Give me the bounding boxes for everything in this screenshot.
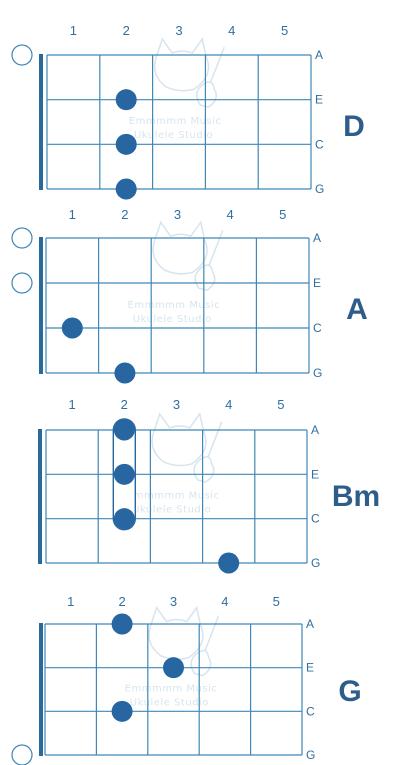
open-string-marker (12, 745, 32, 765)
string-label: C (315, 137, 324, 151)
fret-number: 5 (279, 207, 286, 222)
fret-number: 3 (174, 207, 181, 222)
string-label: G (315, 182, 324, 196)
string-label: A (315, 48, 323, 62)
fret-number: 1 (69, 207, 76, 222)
ukulele-outline (194, 422, 222, 482)
watermark-line-1: Emmmmm Music (129, 116, 222, 127)
finger-dot (218, 553, 239, 574)
fret-number: 4 (228, 23, 235, 38)
string-label: E (306, 661, 314, 675)
finger-dot (116, 134, 137, 155)
finger-dot (112, 701, 133, 722)
string-label: G (311, 556, 320, 570)
string-label: G (313, 366, 322, 380)
finger-dot (163, 657, 184, 678)
chord-name: D (343, 110, 365, 143)
chord-name: G (338, 675, 361, 708)
fret-number: 5 (281, 23, 288, 38)
watermark-line-1: Emmmmm Music (128, 300, 221, 311)
fret-number: 2 (121, 397, 128, 412)
string-label: G (306, 748, 315, 762)
cat-outline (155, 39, 209, 91)
fret-number: 1 (68, 397, 75, 412)
ukulele-outline (195, 230, 223, 290)
chord-name: A (346, 293, 368, 326)
fret-number: 2 (118, 594, 125, 609)
ukulele-outline (197, 47, 225, 107)
fret-number: 3 (170, 594, 177, 609)
fret-number: 5 (273, 594, 280, 609)
finger-dot (112, 614, 133, 635)
fret-number: 5 (277, 397, 284, 412)
cat-outline (152, 414, 206, 466)
chord-name: Bm (332, 480, 380, 513)
open-string-marker (12, 228, 32, 248)
string-label: A (306, 617, 314, 631)
fret-number: 3 (175, 23, 182, 38)
watermark-line-1: Emmmmm Music (125, 684, 218, 695)
finger-dot (62, 318, 83, 339)
fret-number: 3 (173, 397, 180, 412)
fret-number: 4 (221, 594, 228, 609)
string-label: C (311, 512, 320, 526)
cat-outline (153, 222, 207, 274)
fret-number: 1 (70, 23, 77, 38)
cat-outline (149, 608, 203, 660)
watermark-line-2: Ukulele Studio (132, 505, 211, 516)
watermark-line-2: Ukulele Studio (133, 314, 212, 325)
watermark-line-2: Ukulele Studio (130, 698, 209, 709)
string-label: E (315, 93, 323, 107)
watermark-line-1: Emmmmm Music (127, 491, 220, 502)
finger-dot (114, 420, 135, 441)
string-label: A (313, 231, 321, 245)
fret-number: 2 (121, 207, 128, 222)
open-string-marker (12, 273, 32, 293)
string-label: C (306, 704, 315, 718)
finger-dot (114, 464, 135, 485)
fret-number: 4 (225, 397, 232, 412)
fret-number: 1 (67, 594, 74, 609)
string-label: C (313, 321, 322, 335)
fret-number: 2 (123, 23, 130, 38)
string-label: A (311, 423, 319, 437)
open-string-marker (12, 45, 32, 65)
finger-dot (116, 179, 137, 200)
finger-dot (114, 508, 135, 529)
string-label: E (313, 276, 321, 290)
ukulele-outline (191, 616, 219, 676)
string-label: E (311, 467, 319, 481)
finger-dot (114, 363, 135, 384)
finger-dot (116, 89, 137, 110)
fret-number: 4 (226, 207, 233, 222)
watermark-line-2: Ukulele Studio (134, 130, 213, 141)
